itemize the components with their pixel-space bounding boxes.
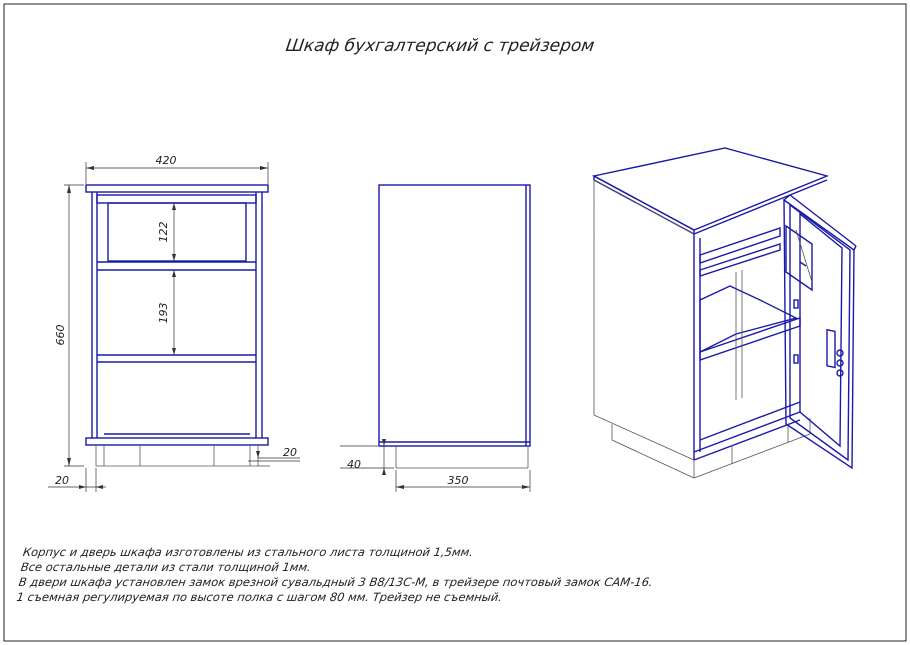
note-line: Все остальные детали из стали толщиной 1… bbox=[19, 560, 312, 574]
dim-foot-gap-label: 20 bbox=[283, 446, 297, 459]
dim-height-label: 660 bbox=[54, 325, 67, 346]
note-line: В двери шкафа установлен замок врезной с… bbox=[17, 575, 654, 589]
front-view-dimensions bbox=[48, 162, 300, 492]
side-view bbox=[378, 184, 531, 469]
sheet-frame bbox=[3, 3, 907, 642]
dim-width-label: 420 bbox=[156, 154, 177, 167]
dim-side-offset-label: 20 bbox=[55, 474, 69, 487]
notes-block: Корпус и дверь шкафа изготовлены из стал… bbox=[16, 545, 824, 605]
drawing-title: Шкаф бухгалтерский с трейзером bbox=[284, 36, 596, 56]
side-view-dimensions bbox=[340, 439, 531, 492]
dim-shelf-label: 193 bbox=[157, 303, 170, 324]
dim-depth-label: 350 bbox=[448, 474, 469, 487]
front-view bbox=[85, 184, 269, 467]
note-line: 1 съемная регулируемая по высоте полка с… bbox=[15, 590, 504, 604]
dim-drawer-label: 122 bbox=[157, 222, 170, 243]
isometric-view bbox=[591, 147, 857, 479]
dim-plinth-label: 40 bbox=[347, 458, 361, 471]
note-line: Корпус и дверь шкафа изготовлены из стал… bbox=[22, 545, 475, 559]
